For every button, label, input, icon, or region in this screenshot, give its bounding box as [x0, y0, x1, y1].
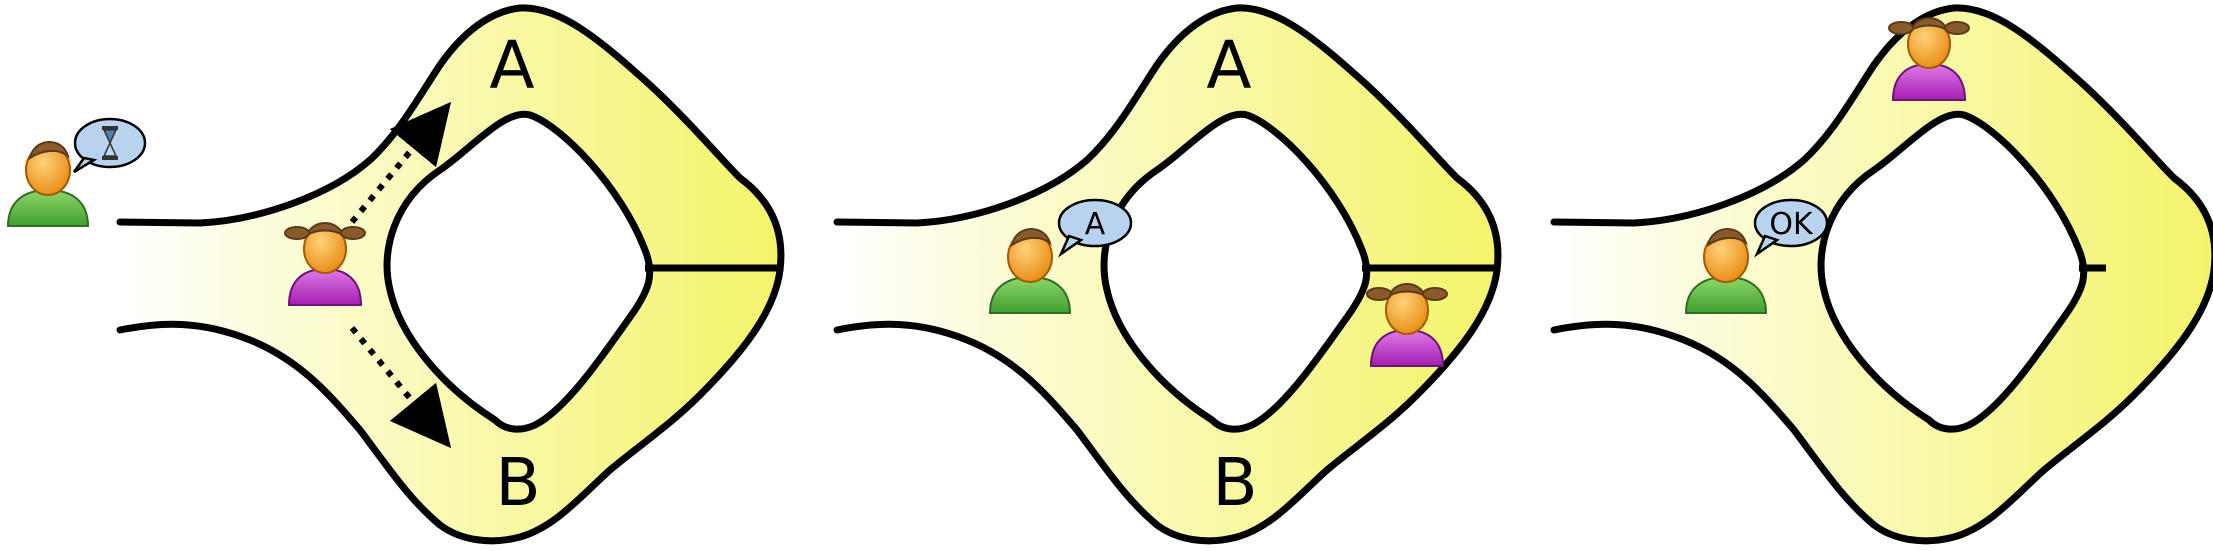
speech-bubble-text: OK [1769, 207, 1814, 242]
speech-bubble-text: A [1085, 207, 1106, 242]
path-label-b: B [1212, 444, 1257, 521]
panel-2: A B A [837, 8, 1498, 541]
victor-person-icon [7, 140, 89, 227]
panel-3: OK [1554, 8, 2213, 541]
path-label-b: B [495, 444, 540, 521]
cave [837, 8, 1498, 541]
speech-bubble: OK [1753, 198, 1829, 258]
panel-1: A B [7, 8, 781, 541]
path-label-a: A [489, 27, 534, 104]
speech-bubble: A [1057, 198, 1133, 258]
cave [120, 8, 781, 541]
cave [1554, 8, 2213, 541]
hourglass-icon [102, 126, 118, 160]
thought-bubble [72, 117, 147, 174]
path-label-a: A [1206, 27, 1251, 104]
